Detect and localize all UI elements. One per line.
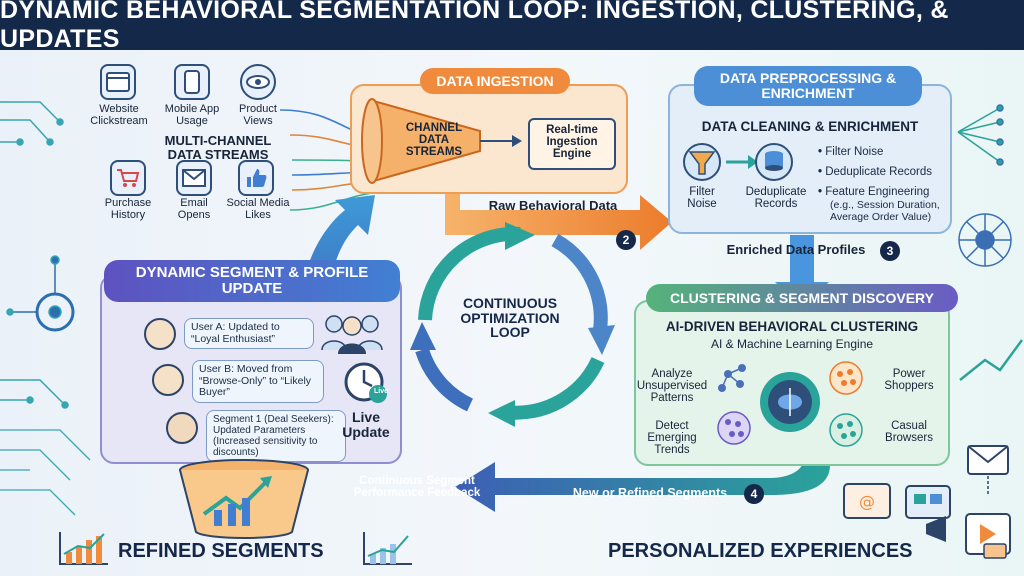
ai-engine-graphic (717, 361, 863, 447)
footer-left: REFINED SEGMENTS (118, 540, 324, 562)
title-bar: DYNAMIC BEHAVIORAL SEGMENTATION LOOP: IN… (0, 0, 1024, 53)
user-a-avatar (144, 318, 176, 350)
eye-icon (240, 64, 276, 100)
source-label: Website Clickstream (90, 103, 148, 127)
bucket-icon (179, 459, 309, 539)
loop-arrowheads (410, 222, 615, 427)
bar-chart-icon (59, 532, 108, 565)
ingestion-header: DATA INGESTION (420, 68, 570, 94)
segments-label: New or Refined Segments (572, 486, 728, 500)
update-header: DYNAMIC SEGMENT & PROFILE UPDATE (104, 260, 400, 302)
segment-avatar (166, 412, 198, 444)
cart-icon (110, 160, 146, 196)
left-network-decoration (0, 101, 75, 409)
source-label: Product Views (239, 103, 277, 127)
bullet-filter: Filter Noise (818, 146, 883, 159)
database-icon (755, 143, 793, 181)
feedback-arrow (455, 455, 830, 512)
funnel-icon (361, 98, 522, 184)
trend-chart-icon (363, 532, 412, 565)
clock-badge: Live (373, 388, 388, 395)
bullet-feature: Feature Engineering (818, 186, 929, 199)
feature-note: (e.g., Session Duration, Average Order V… (830, 199, 940, 223)
phone-icon (174, 64, 210, 100)
feedback-label: Continuous Segment Performance Feedback (353, 475, 481, 500)
thumbs-up-icon (238, 160, 274, 196)
step-badge: 4 (744, 484, 764, 504)
preprocessing-subheader: DATA CLEANING & ENRICHMENT (701, 119, 919, 134)
personalization-icons: @ (843, 445, 1011, 559)
right-network-decoration (957, 104, 1024, 381)
analyze-label: Analyze Unsupervised Patterns (636, 368, 708, 405)
source-label: Mobile App Usage (164, 103, 220, 127)
raw-data-label: Raw Behavioral Data (488, 198, 618, 213)
user-b-avatar (152, 364, 184, 396)
power-shoppers-label: Power Shoppers (884, 368, 934, 393)
team-icon (321, 315, 383, 354)
enriched-label: Enriched Data Profiles (726, 242, 866, 257)
user-b-bubble: User B: Moved from “Browse-Only” to “Lik… (192, 360, 324, 403)
source-label: Email Opens (177, 197, 211, 221)
filter-icon (683, 143, 758, 181)
loop-label: CONTINUOUS OPTIMIZATION LOOP (460, 295, 560, 341)
browser-icon (100, 64, 136, 100)
casual-browsers-label: Casual Browsers (885, 420, 933, 445)
ingestion-engine-box (528, 118, 616, 170)
source-label: Purchase History (104, 197, 152, 221)
sources-group: Website Clickstream Mobile App Usage Pro… (88, 64, 298, 234)
bottom-left-lines (0, 429, 91, 516)
clustering-subheader: AI-DRIVEN BEHAVIORAL CLUSTERING (665, 319, 919, 334)
user-a-bubble: User A: Updated to “Loyal Enthusiast” (184, 318, 314, 350)
step-badge: 2 (616, 230, 636, 250)
source-label: Social Media Likes (226, 197, 290, 221)
dedupe-label: Deduplicate Records (745, 186, 807, 211)
clustering-engine-label: AI & Machine Learning Engine (710, 337, 874, 351)
preprocessing-header: DATA PREPROCESSING & ENRICHMENT (694, 66, 922, 106)
filter-label: Filter Noise (687, 186, 717, 211)
envelope-icon (176, 160, 212, 196)
trends-label: Detect Emerging Trends (647, 420, 697, 457)
live-update-label: Live Update (342, 409, 390, 440)
step-badge: 3 (880, 241, 900, 261)
sources-heading: MULTI-CHANNEL DATA STREAMS (164, 133, 272, 162)
svg-text:@: @ (859, 492, 875, 511)
funnel-label: CHANNEL DATA STREAMS (405, 122, 463, 159)
segment-bubble: Segment 1 (Deal Seekers): Updated Parame… (206, 410, 346, 462)
bullet-dedupe: Deduplicate Records (818, 166, 932, 179)
page-title: DYNAMIC BEHAVIORAL SEGMENTATION LOOP: IN… (0, 0, 949, 53)
ingestion-engine-label: Real-time Ingestion Engine (546, 124, 598, 161)
clock-icon (344, 362, 387, 403)
loop-ring (415, 226, 608, 420)
footer-right: PERSONALIZED EXPERIENCES (608, 540, 913, 562)
clustering-header: CLUSTERING & SEGMENT DISCOVERY (646, 284, 958, 312)
